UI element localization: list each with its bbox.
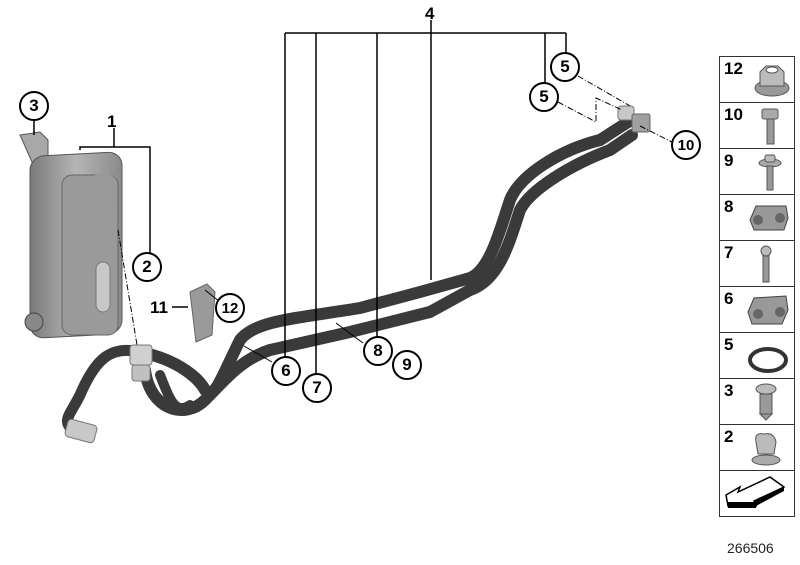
legend-number: 7: [724, 243, 734, 262]
legend-number: 6: [724, 289, 734, 308]
legend-number: 10: [724, 105, 743, 124]
legend-number: 9: [724, 151, 734, 170]
document-id: 266506: [727, 540, 774, 556]
double-pipe-clamp-icon: [747, 295, 789, 325]
legend-item-8[interactable]: 8: [719, 194, 795, 240]
direction-arrow-icon: [725, 476, 786, 508]
oil-cooler-part: [24, 151, 123, 339]
hex-bolt-icon: [761, 108, 779, 145]
callout-2[interactable]: 2: [132, 252, 162, 282]
bolt-with-washer-icon: [758, 154, 782, 191]
parts-legend: 12 10 9 8 7 6: [719, 56, 795, 517]
callout-12[interactable]: 12: [215, 293, 245, 323]
legend-number: 5: [724, 335, 734, 354]
callout-11: 11: [150, 298, 168, 317]
legend-item-12[interactable]: 12: [719, 56, 795, 102]
o-ring-icon: [748, 347, 788, 373]
callout-3[interactable]: 3: [19, 91, 49, 121]
legend-item-5[interactable]: 5: [719, 332, 795, 378]
callout-6[interactable]: 6: [271, 356, 301, 386]
callout-9[interactable]: 9: [392, 350, 422, 380]
callout-4: 4: [425, 4, 435, 23]
callout-1: 1: [107, 112, 117, 131]
legend-number: 3: [724, 381, 734, 400]
legend-item-10[interactable]: 10: [719, 102, 795, 148]
legend-item-3[interactable]: 3: [719, 378, 795, 424]
callout-10[interactable]: 10: [671, 130, 701, 160]
callout-8[interactable]: 8: [363, 336, 393, 366]
flange-nut-icon: [754, 65, 790, 97]
legend-item-arrow[interactable]: [719, 470, 795, 517]
double-pipe-clamp-icon: [749, 205, 789, 231]
legend-item-9[interactable]: 9: [719, 148, 795, 194]
legend-item-6[interactable]: 6: [719, 286, 795, 332]
hose-clip-icon: [751, 433, 781, 466]
mounting-bracket-part: [189, 283, 216, 343]
screw-icon: [760, 245, 772, 283]
legend-item-7[interactable]: 7: [719, 240, 795, 286]
legend-number: 2: [724, 427, 734, 446]
callout-7[interactable]: 7: [302, 373, 332, 403]
legend-item-2[interactable]: 2: [719, 424, 795, 470]
legend-number: 8: [724, 197, 734, 216]
torx-screw-icon: [755, 383, 777, 421]
legend-number: 12: [724, 59, 743, 78]
callout-5a[interactable]: 5: [550, 52, 580, 82]
callout-5b[interactable]: 5: [529, 82, 559, 112]
oil-cooler-lines-part: [62, 116, 638, 436]
